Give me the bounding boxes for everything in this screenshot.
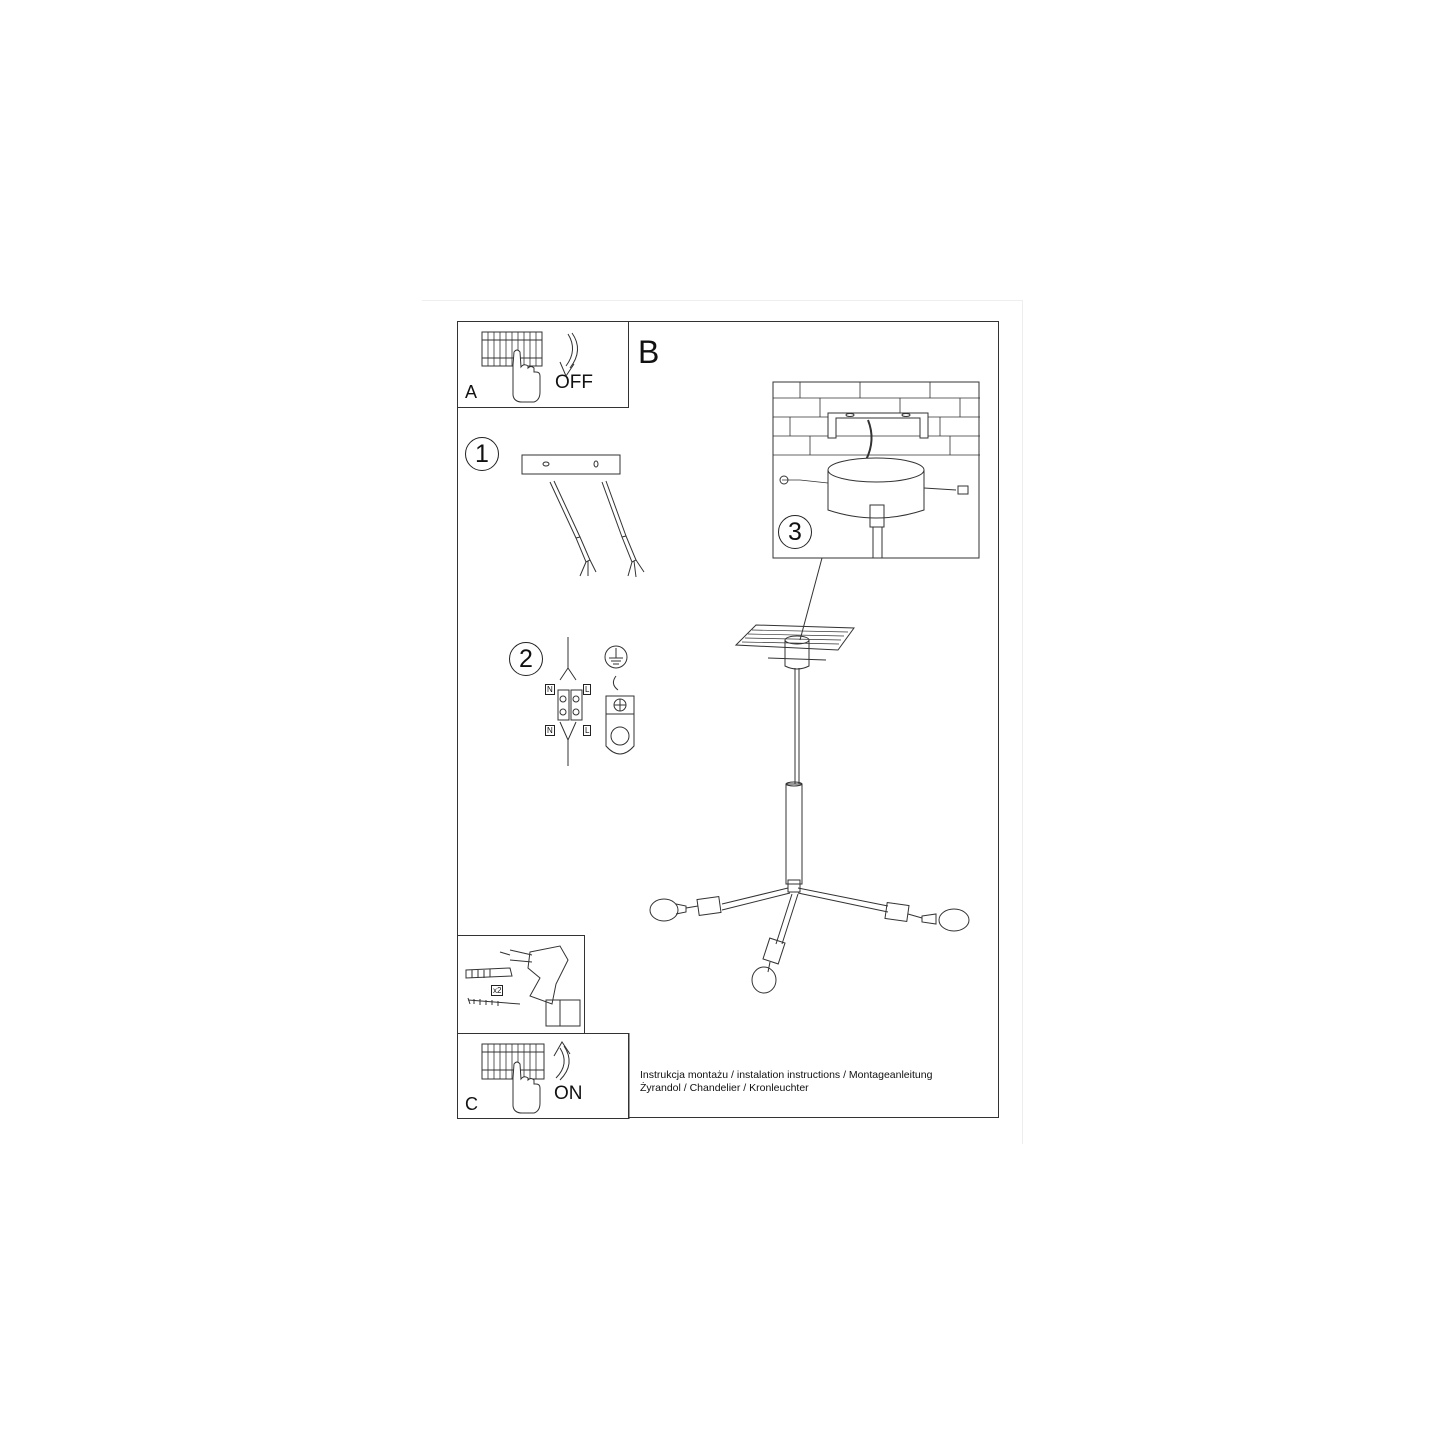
hand-icon: [512, 1061, 541, 1114]
dowel-icon: [465, 967, 513, 979]
switch-on-label: ON: [554, 1083, 583, 1104]
panel-c-letter: C: [465, 1094, 478, 1114]
caption: Instrukcja montażu / instalation instruc…: [640, 1069, 932, 1095]
step-2-badge: 2: [509, 642, 543, 676]
breaker-panel-icon: [481, 1043, 545, 1080]
terminal-block-icon: [557, 637, 583, 766]
breaker-panel-icon: [481, 331, 543, 367]
caption-line-2: Żyrandol / Chandelier / Kronleuchter: [640, 1082, 809, 1094]
panel-b-letter: B: [638, 334, 660, 370]
screw-icon: [467, 997, 521, 1006]
step-1-badge: 1: [465, 437, 499, 471]
hand-icon: [512, 349, 541, 403]
ground-symbol-icon: [604, 645, 635, 755]
arrow-up-icon: [553, 1041, 571, 1081]
quantity-badge: x2: [491, 985, 504, 996]
chandelier-drawing: [649, 624, 970, 994]
panel-c: [457, 1033, 629, 1119]
arrow-down-icon: [559, 332, 578, 378]
panel-a: [457, 321, 629, 408]
panel-a-letter: A: [465, 382, 478, 402]
drill-icon: [499, 945, 581, 1027]
terminal-n-bottom: N: [545, 725, 555, 736]
dowel-icon: [549, 480, 645, 578]
terminal-l-bottom: L: [583, 725, 592, 736]
terminal-n-top: N: [545, 684, 555, 695]
terminal-l-top: L: [583, 684, 592, 695]
switch-off-label: OFF: [555, 372, 593, 393]
caption-line-1: Instrukcja montażu / instalation instruc…: [640, 1069, 933, 1081]
instruction-frame: [457, 321, 999, 1118]
step-3-badge: 3: [778, 515, 812, 549]
